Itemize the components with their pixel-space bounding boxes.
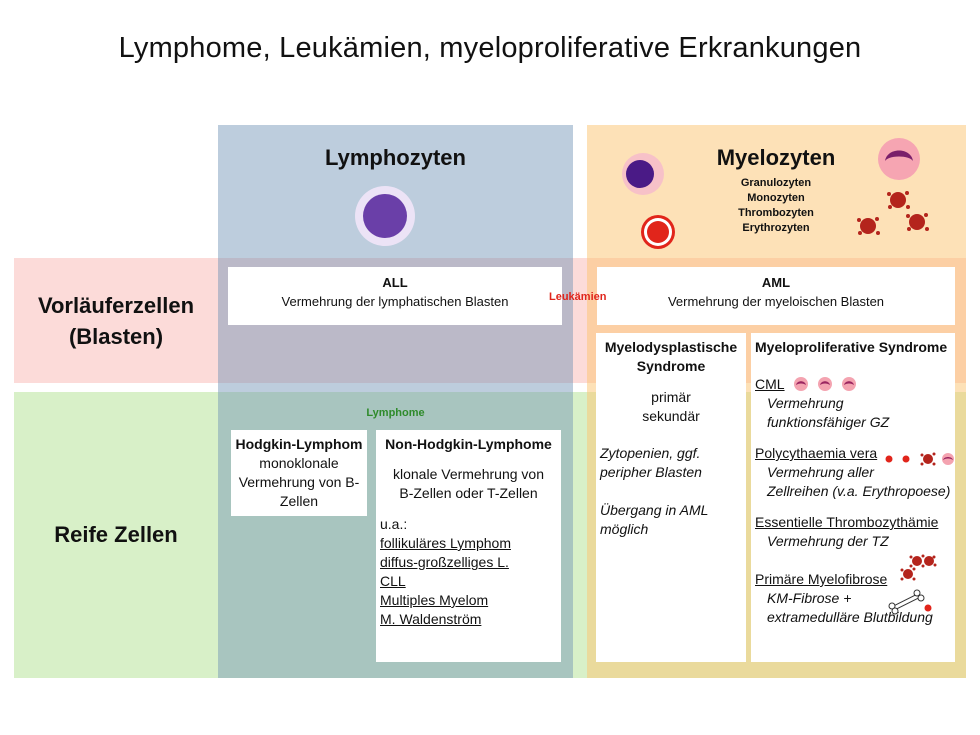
mps-item-desc: extramedulläre Blutbildung (767, 609, 933, 625)
mds-box: Myelodysplastische Syndrome primär sekun… (596, 333, 746, 662)
mps-item-name: Essentielle Thrombozythämie (755, 514, 939, 530)
mps-item-name: CML (755, 376, 785, 392)
nhl-line: B-Zellen oder T-Zellen (399, 485, 538, 501)
mps-item-desc: Zellreihen (v.a. Erythropoese) (767, 483, 951, 499)
monocyte-icon (878, 138, 920, 180)
nhl-title: Non-Hodgkin-Lymphome (385, 436, 552, 452)
nhl-ua: u.a.: (380, 516, 408, 532)
mps-item-desc: KM-Fibrose + (767, 590, 852, 606)
hodgkin-line: Vermehrung von B- (238, 474, 360, 490)
hodgkin-line: monoklonale (259, 455, 339, 471)
myelocyte-subtypes: Granulozyten Monozyten Thrombozyten Eryt… (676, 176, 876, 236)
row-label-vorlaeufer: Vorläuferzellen (Blasten) (14, 290, 218, 352)
mps-item-name: Polycythaemia vera (755, 445, 878, 461)
mds-note1-line2: peripher Blasten (600, 464, 702, 480)
nhl-example: Multiples Myelom (380, 592, 489, 608)
aml-title: AML (761, 275, 791, 290)
lymphome-label: Lymphome (366, 407, 425, 419)
column-title-myelozyten: Myelozyten (716, 145, 836, 170)
mps-item-desc: Vermehrung (767, 395, 844, 411)
subtype-thrombozyten: Thrombozyten (738, 207, 814, 219)
all-title: ALL (382, 275, 408, 290)
nhl-box: Non-Hodgkin-Lymphome klonale Vermehrung … (376, 430, 561, 662)
mds-type: sekundär (642, 408, 700, 424)
mps-box: Myeloproliferative Syndrome CML Vermehru… (751, 333, 955, 662)
thrombocyte-icon (900, 554, 937, 581)
mds-note2-line2: möglich (600, 521, 649, 537)
lymphocyte-icon (355, 186, 415, 246)
page-title: Lymphome, Leukämien, myeloproliferative … (118, 32, 862, 64)
nhl-example: CLL (380, 573, 406, 589)
erythrocyte-icon (885, 452, 954, 466)
row-label-vorlaeufer-line2: (Blasten) (68, 324, 164, 349)
mds-type: primär (651, 389, 691, 405)
mps-item-name: Primäre Myelofibrose (755, 571, 888, 587)
aml-box: AML Vermehrung der myeloischen Blasten (597, 267, 955, 325)
all-box: ALL Vermehrung der lymphatischen Blasten (228, 267, 562, 325)
column-title-lymphozyten: Lymphozyten (325, 145, 466, 170)
subtype-monozyten: Monozyten (747, 192, 805, 204)
granulocyte-icon (794, 377, 856, 391)
mds-note1-line1: Zytopenien, ggf. (600, 445, 701, 461)
leukaemien-label: Leukämien (549, 291, 607, 303)
mps-title: Myeloproliferative Syndrome (755, 339, 948, 355)
row-label-vorlaeufer-line1: Vorläuferzellen (37, 293, 195, 318)
nhl-example: diffus-großzelliges L. (380, 554, 509, 570)
hodgkin-title: Hodgkin-Lymphom (235, 436, 363, 452)
hodgkin-box: Hodgkin-Lymphom monoklonale Vermehrung v… (231, 430, 367, 516)
subtype-erythrozyten: Erythrozyten (742, 222, 810, 234)
aml-text: Vermehrung der myeloischen Blasten (667, 294, 885, 309)
erythrocyte-icon (641, 215, 675, 249)
mps-item-desc: Vermehrung aller (767, 464, 874, 480)
nhl-line: klonale Vermehrung von (393, 466, 544, 482)
subtype-granulozyten: Granulozyten (740, 177, 812, 189)
nhl-example: M. Waldenström (380, 611, 482, 627)
mds-title-line2: Syndrome (636, 358, 706, 374)
myeloblast-icon (622, 153, 664, 195)
bone-icon (888, 589, 932, 615)
mps-item-desc: funktionsfähiger GZ (767, 414, 890, 430)
all-text: Vermehrung der lymphatischen Blasten (281, 294, 509, 309)
mds-title-line1: Myelodysplastische (604, 339, 738, 355)
nhl-example: follikuläres Lymphom (380, 535, 511, 551)
hodgkin-line: Zellen (279, 493, 319, 509)
mds-note2-line1: Übergang in AML (600, 502, 709, 518)
row-label-reife: Reife Zellen (54, 522, 178, 547)
thrombocyte-icon (857, 191, 929, 235)
mps-item-desc: Vermehrung der TZ (767, 533, 889, 549)
